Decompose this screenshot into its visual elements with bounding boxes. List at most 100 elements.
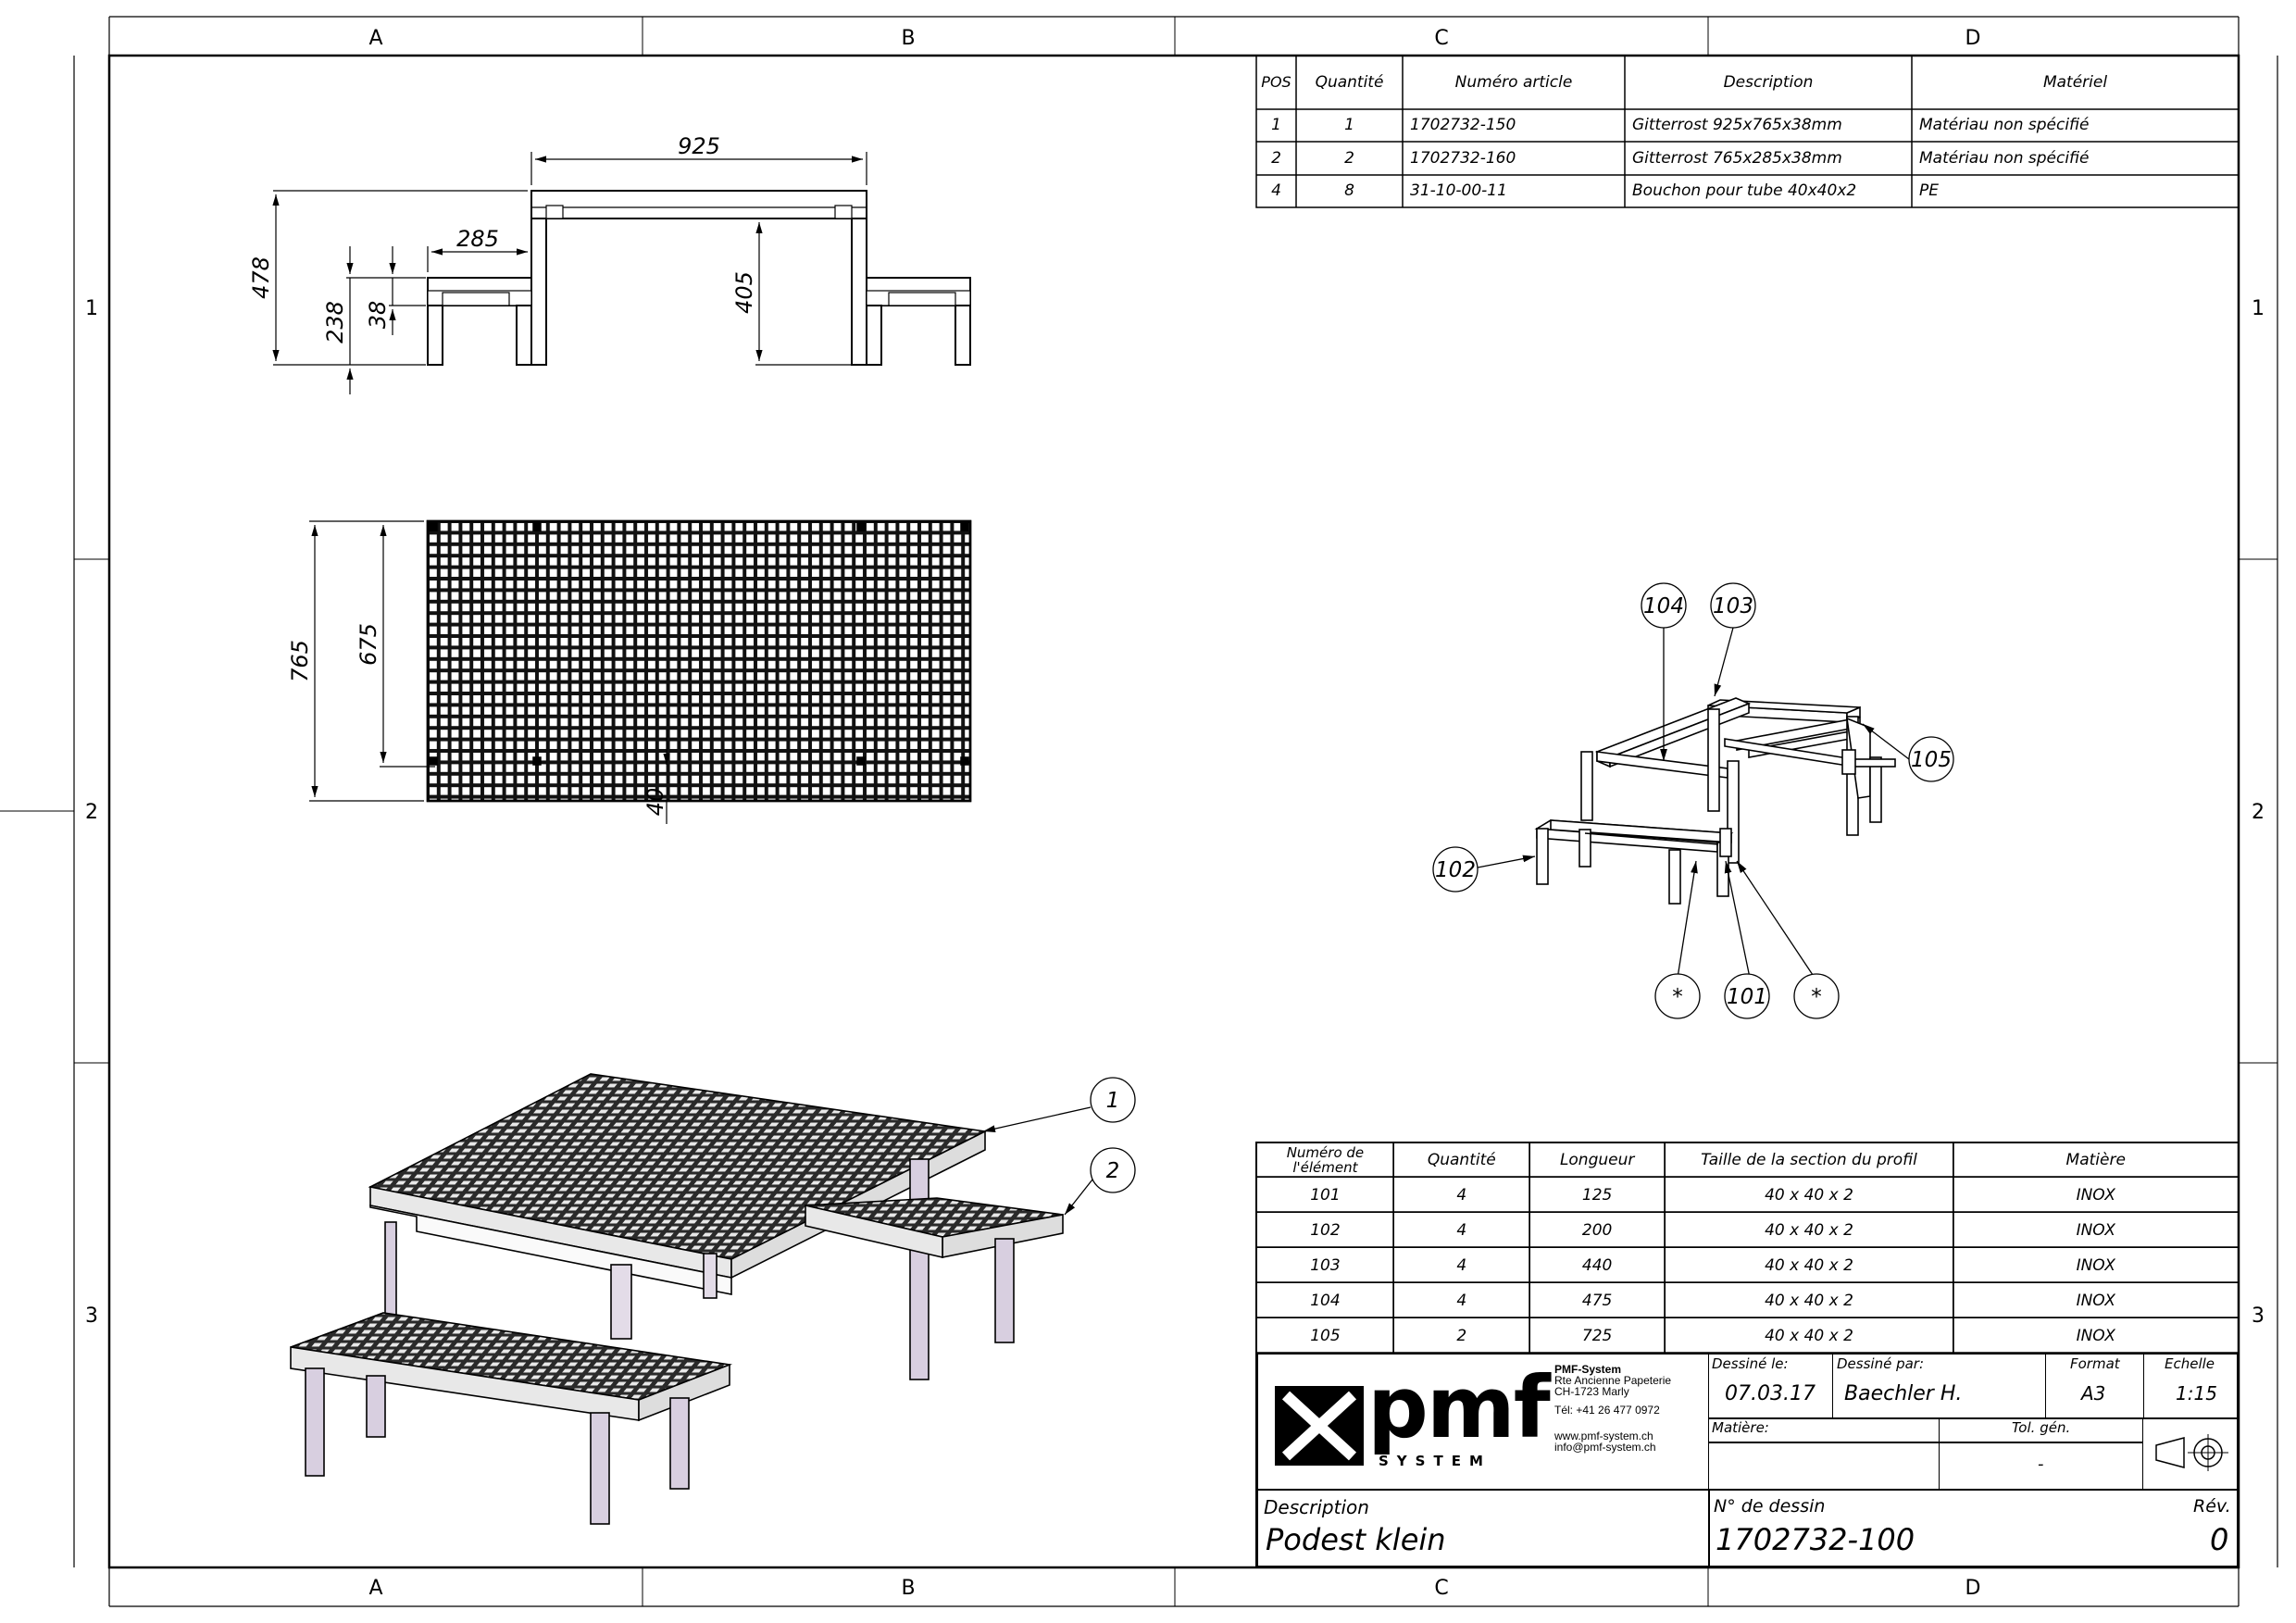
cutlist-cell: 103 xyxy=(1256,1247,1394,1283)
logo-x-icon xyxy=(1281,1391,1357,1461)
format-value: A3 xyxy=(2081,1382,2106,1405)
cutlist-header-quantity: Quantité xyxy=(1392,1142,1530,1178)
cutlist-cell: 4 xyxy=(1392,1177,1530,1213)
top-view-dimensions xyxy=(309,520,670,824)
drawn-on-value: 07.03.17 xyxy=(1725,1382,1816,1405)
side-view-dimension-text: 925 285 478 238 38 405 xyxy=(248,133,757,343)
cutlist-cell: 440 xyxy=(1529,1247,1666,1283)
cutlist-header-element: Numéro de l'élément xyxy=(1256,1142,1394,1178)
bom-row-3-pos: 4 xyxy=(1271,181,1281,200)
zone-row-1-right: 1 xyxy=(2252,297,2265,320)
bom-row-3-description: Bouchon pour tube 40x40x2 xyxy=(1632,181,1857,200)
logo-wordmark: pmf xyxy=(1367,1358,1551,1457)
side-view xyxy=(427,190,971,366)
bom-row-2-article: 1702732-160 xyxy=(1410,149,1516,168)
balloon-star-right: * xyxy=(1811,985,1822,1009)
cutlist-cell: 4 xyxy=(1392,1247,1530,1283)
company-email: info@pmf-system.ch xyxy=(1554,1441,1656,1454)
cutlist-table: Numéro de l'élément Quantité Longueur Ta… xyxy=(1256,1142,2239,1354)
cutlist-header-length: Longueur xyxy=(1529,1142,1666,1178)
bom-header-material: Matériel xyxy=(2042,73,2108,92)
zone-col-b-bottom: B xyxy=(901,1577,915,1600)
drawing-number-value: 1702732-100 xyxy=(1716,1522,1915,1557)
bom-row-1-description: Gitterrost 925x765x38mm xyxy=(1632,116,1842,134)
cutlist-header-material: Matière xyxy=(1953,1142,2239,1178)
scale-value: 1:15 xyxy=(2176,1382,2217,1405)
cutlist-cell: 102 xyxy=(1256,1212,1394,1248)
company-web: www.pmf-system.ch xyxy=(1554,1429,1653,1442)
drawing-number-label: N° de dessin xyxy=(1714,1496,1826,1517)
zone-col-c-bottom: C xyxy=(1434,1577,1448,1600)
bom-row-1-qty: 1 xyxy=(1344,116,1354,134)
bom-row-2-pos: 2 xyxy=(1271,149,1281,168)
cutlist-cell: INOX xyxy=(1953,1247,2239,1283)
tolerance-label: Tol. gén. xyxy=(2012,1419,2071,1436)
material-label: Matière: xyxy=(1712,1419,1769,1436)
drawn-by-value: Baechler H. xyxy=(1844,1382,1963,1405)
cutlist-cell: 40 x 40 x 2 xyxy=(1664,1247,1954,1283)
balloon-104: 104 xyxy=(1643,594,1684,618)
dim-38: 38 xyxy=(365,301,391,330)
drawn-by-label: Dessiné par: xyxy=(1837,1355,1925,1372)
company-address-1: Rte Ancienne Papeterie xyxy=(1554,1374,1672,1387)
cutlist-cell: 40 x 40 x 2 xyxy=(1664,1282,1954,1318)
zone-row-3-left: 3 xyxy=(85,1305,98,1328)
bom-row-2-description: Gitterrost 765x285x38mm xyxy=(1632,149,1842,168)
bom-row-3-article: 31-10-00-11 xyxy=(1410,181,1507,200)
balloon-105: 105 xyxy=(1911,748,1952,772)
bom-header-article: Numéro article xyxy=(1454,73,1573,92)
cutlist-cell: INOX xyxy=(1953,1177,2239,1213)
cutlist-cell: 200 xyxy=(1529,1212,1666,1248)
dim-925: 925 xyxy=(678,133,720,159)
frame-balloons xyxy=(1432,582,1954,1019)
revision-value: 0 xyxy=(2210,1522,2229,1557)
cutlist-cell: 104 xyxy=(1256,1282,1394,1318)
bom-row-3-material: PE xyxy=(1919,181,1939,200)
cutlist-cell: INOX xyxy=(1953,1212,2239,1248)
description-value: Podest klein xyxy=(1266,1522,1446,1557)
pmf-logo xyxy=(1275,1386,1364,1466)
side-view-dimensions xyxy=(272,152,867,394)
cutlist-cell: 40 x 40 x 2 xyxy=(1664,1317,1954,1354)
cutlist-cell: 40 x 40 x 2 xyxy=(1664,1212,1954,1248)
dim-40: 40 xyxy=(643,788,668,817)
cutlist-cell: 475 xyxy=(1529,1282,1666,1318)
table-row: 105 2 725 40 x 40 x 2 INOX xyxy=(1256,1317,2239,1354)
balloon-2: 2 xyxy=(1106,1159,1120,1183)
table-row: 101 4 125 40 x 40 x 2 INOX xyxy=(1256,1177,2239,1213)
top-view xyxy=(426,519,972,803)
cutlist-cell: 2 xyxy=(1392,1317,1530,1354)
balloon-star-left: * xyxy=(1672,985,1683,1009)
bom-header-description: Description xyxy=(1723,73,1814,92)
zone-col-d-top: D xyxy=(1965,27,1981,50)
zone-col-a-bottom: A xyxy=(368,1577,382,1600)
bom-row-1-pos: 1 xyxy=(1271,116,1281,134)
zone-col-a-top: A xyxy=(368,27,382,50)
company-phone: Tél: +41 26 477 0972 xyxy=(1554,1404,1660,1417)
cutlist-cell: INOX xyxy=(1953,1282,2239,1318)
bom-table-grid xyxy=(1255,55,2240,208)
title-block: pmf SYSTEM PMF-System Rte Ancienne Papet… xyxy=(1256,1353,2239,1567)
bom-header-quantity: Quantité xyxy=(1315,73,1384,92)
bom-row-3-qty: 8 xyxy=(1344,181,1354,200)
revision-label: Rév. xyxy=(2193,1496,2231,1517)
table-row: 104 4 475 40 x 40 x 2 INOX xyxy=(1256,1282,2239,1318)
frame-leader-lines xyxy=(1477,627,1910,979)
drawn-on-label: Dessiné le: xyxy=(1712,1355,1789,1372)
frame-exploded-view xyxy=(1534,697,1896,905)
zone-row-2-right: 2 xyxy=(2252,801,2265,824)
logo-subtitle: SYSTEM xyxy=(1379,1453,1491,1469)
frame-balloon-text: 104 103 105 102 * 101 * xyxy=(1435,594,1952,1009)
zone-row-1-left: 1 xyxy=(85,297,98,320)
dim-238: 238 xyxy=(322,301,348,343)
bom-header-pos: POS xyxy=(1261,73,1292,91)
cutlist-cell: 101 xyxy=(1256,1177,1394,1213)
iso-leaders xyxy=(982,1106,1093,1216)
cutlist-cell: 4 xyxy=(1392,1282,1530,1318)
balloon-103: 103 xyxy=(1713,594,1753,618)
cutlist-cell: 105 xyxy=(1256,1317,1394,1354)
balloon-102: 102 xyxy=(1435,858,1476,882)
balloon-101: 101 xyxy=(1727,985,1767,1009)
zone-row-3-right: 3 xyxy=(2252,1305,2265,1328)
table-row: 102 4 200 40 x 40 x 2 INOX xyxy=(1256,1212,2239,1248)
